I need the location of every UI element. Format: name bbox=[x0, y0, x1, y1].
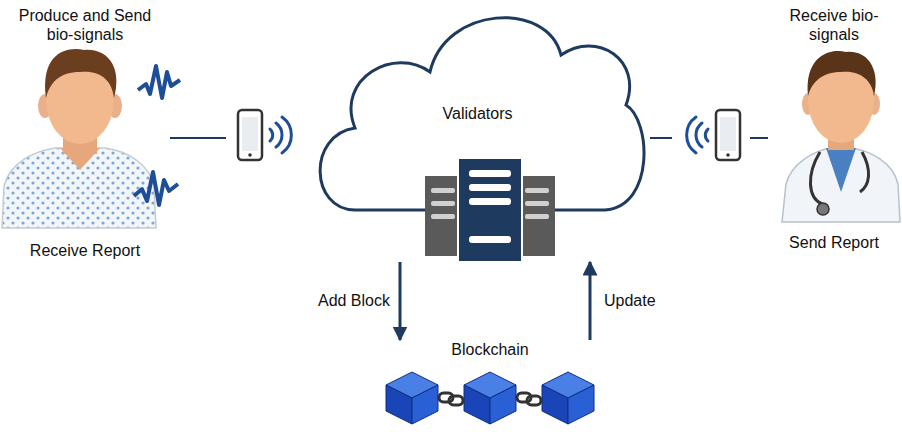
doctor-node: Receive bio-signalsSend Report bbox=[768, 6, 900, 252]
cloud-node: Validators bbox=[305, 0, 650, 262]
node-text: Send Report bbox=[789, 233, 879, 252]
patient-node: Produce and Send bio-signalsReceive Repo… bbox=[0, 6, 170, 260]
blockchain-cubes bbox=[386, 372, 594, 424]
cloud-outline bbox=[305, 0, 650, 262]
connector-arrow bbox=[399, 262, 402, 340]
edge-label: Add Block bbox=[316, 291, 392, 310]
chain-link bbox=[439, 393, 541, 405]
patient-figure bbox=[2, 49, 180, 228]
blockchain-node: Blockchain bbox=[372, 340, 608, 432]
server-icon bbox=[425, 158, 555, 262]
node-text: Produce and Send bio-signals bbox=[5, 6, 165, 44]
node-text: Receive bio-signals bbox=[784, 6, 884, 44]
doctor-figure bbox=[782, 51, 900, 222]
connector-arrow bbox=[589, 262, 592, 340]
node-text: Blockchain bbox=[451, 340, 528, 359]
node-text: Validators bbox=[443, 104, 513, 123]
node-text: Receive Report bbox=[30, 241, 140, 260]
edge-label: Update bbox=[602, 291, 658, 310]
